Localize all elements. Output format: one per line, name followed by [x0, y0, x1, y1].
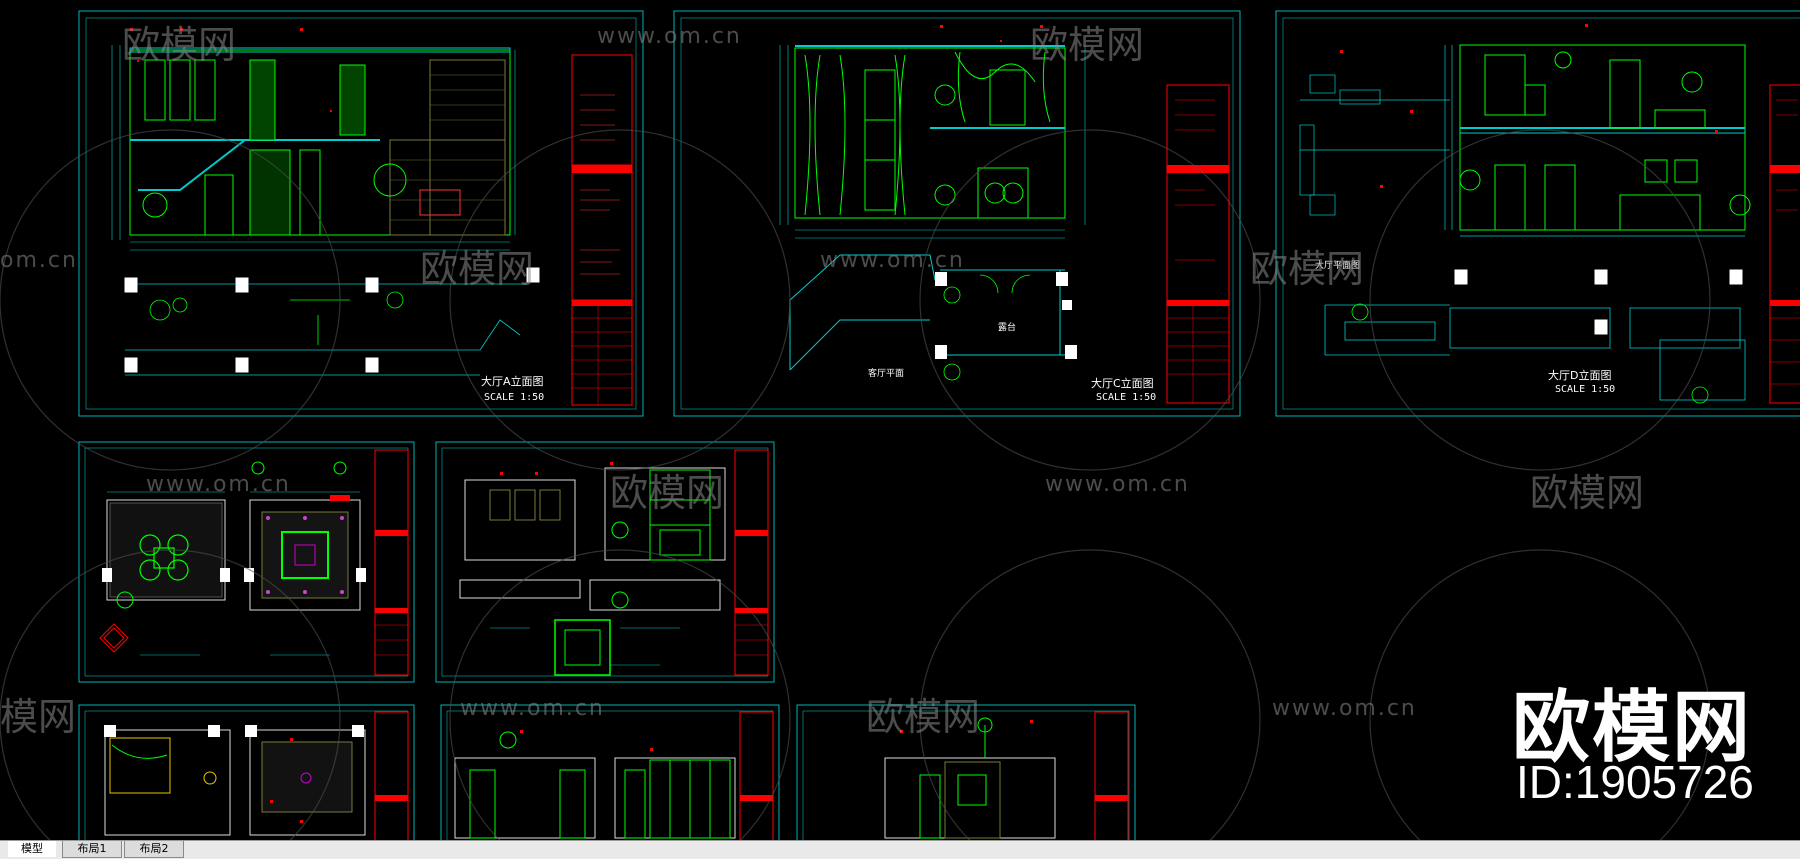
sheet-c-scale: SCALE 1:50 — [1096, 392, 1157, 403]
sheet-d-caption: 大厅平面图 — [1315, 261, 1361, 271]
sheet-bedroom-plan — [78, 704, 415, 840]
layout-tab-bar: 模型 布局1 布局2 — [0, 840, 1800, 859]
sheet-elevation-d — [1275, 10, 1800, 417]
sheet-c-caption-1: 露台 — [998, 323, 1017, 333]
sheet-elevation-8 — [796, 704, 1136, 840]
sheet-d-title: 大厅D立面图 — [1548, 369, 1612, 382]
tab-layout1[interactable]: 布局1 — [62, 841, 122, 858]
watermark-arcs — [0, 129, 1711, 840]
model-id-label: ID:1905726 — [1516, 756, 1754, 808]
sheet-elevation-a — [78, 10, 644, 417]
tab-model[interactable]: 模型 — [8, 841, 56, 857]
sheet-d-scale: SCALE 1:50 — [1555, 384, 1616, 395]
cad-model-canvas[interactable]: 大厅A立面图 SCALE 1:50 大厅C立面图 SCALE 1:50 露台 客… — [0, 0, 1800, 840]
sheet-elevation-5 — [435, 441, 775, 683]
sheet-a-title: 大厅A立面图 — [481, 375, 544, 388]
cad-drawing-svg — [0, 10, 1800, 840]
sheet-elevation-7 — [440, 704, 780, 840]
sheet-c-title: 大厅C立面图 — [1091, 377, 1154, 390]
sheet-elevation-c — [673, 10, 1241, 417]
site-logo-brand: 欧模网 — [1512, 683, 1753, 773]
sheet-plan-4 — [78, 441, 415, 683]
sheet-c-caption-2: 客厅平面 — [868, 369, 905, 379]
tab-layout2[interactable]: 布局2 — [124, 841, 184, 858]
sheet-a-scale: SCALE 1:50 — [484, 392, 545, 403]
